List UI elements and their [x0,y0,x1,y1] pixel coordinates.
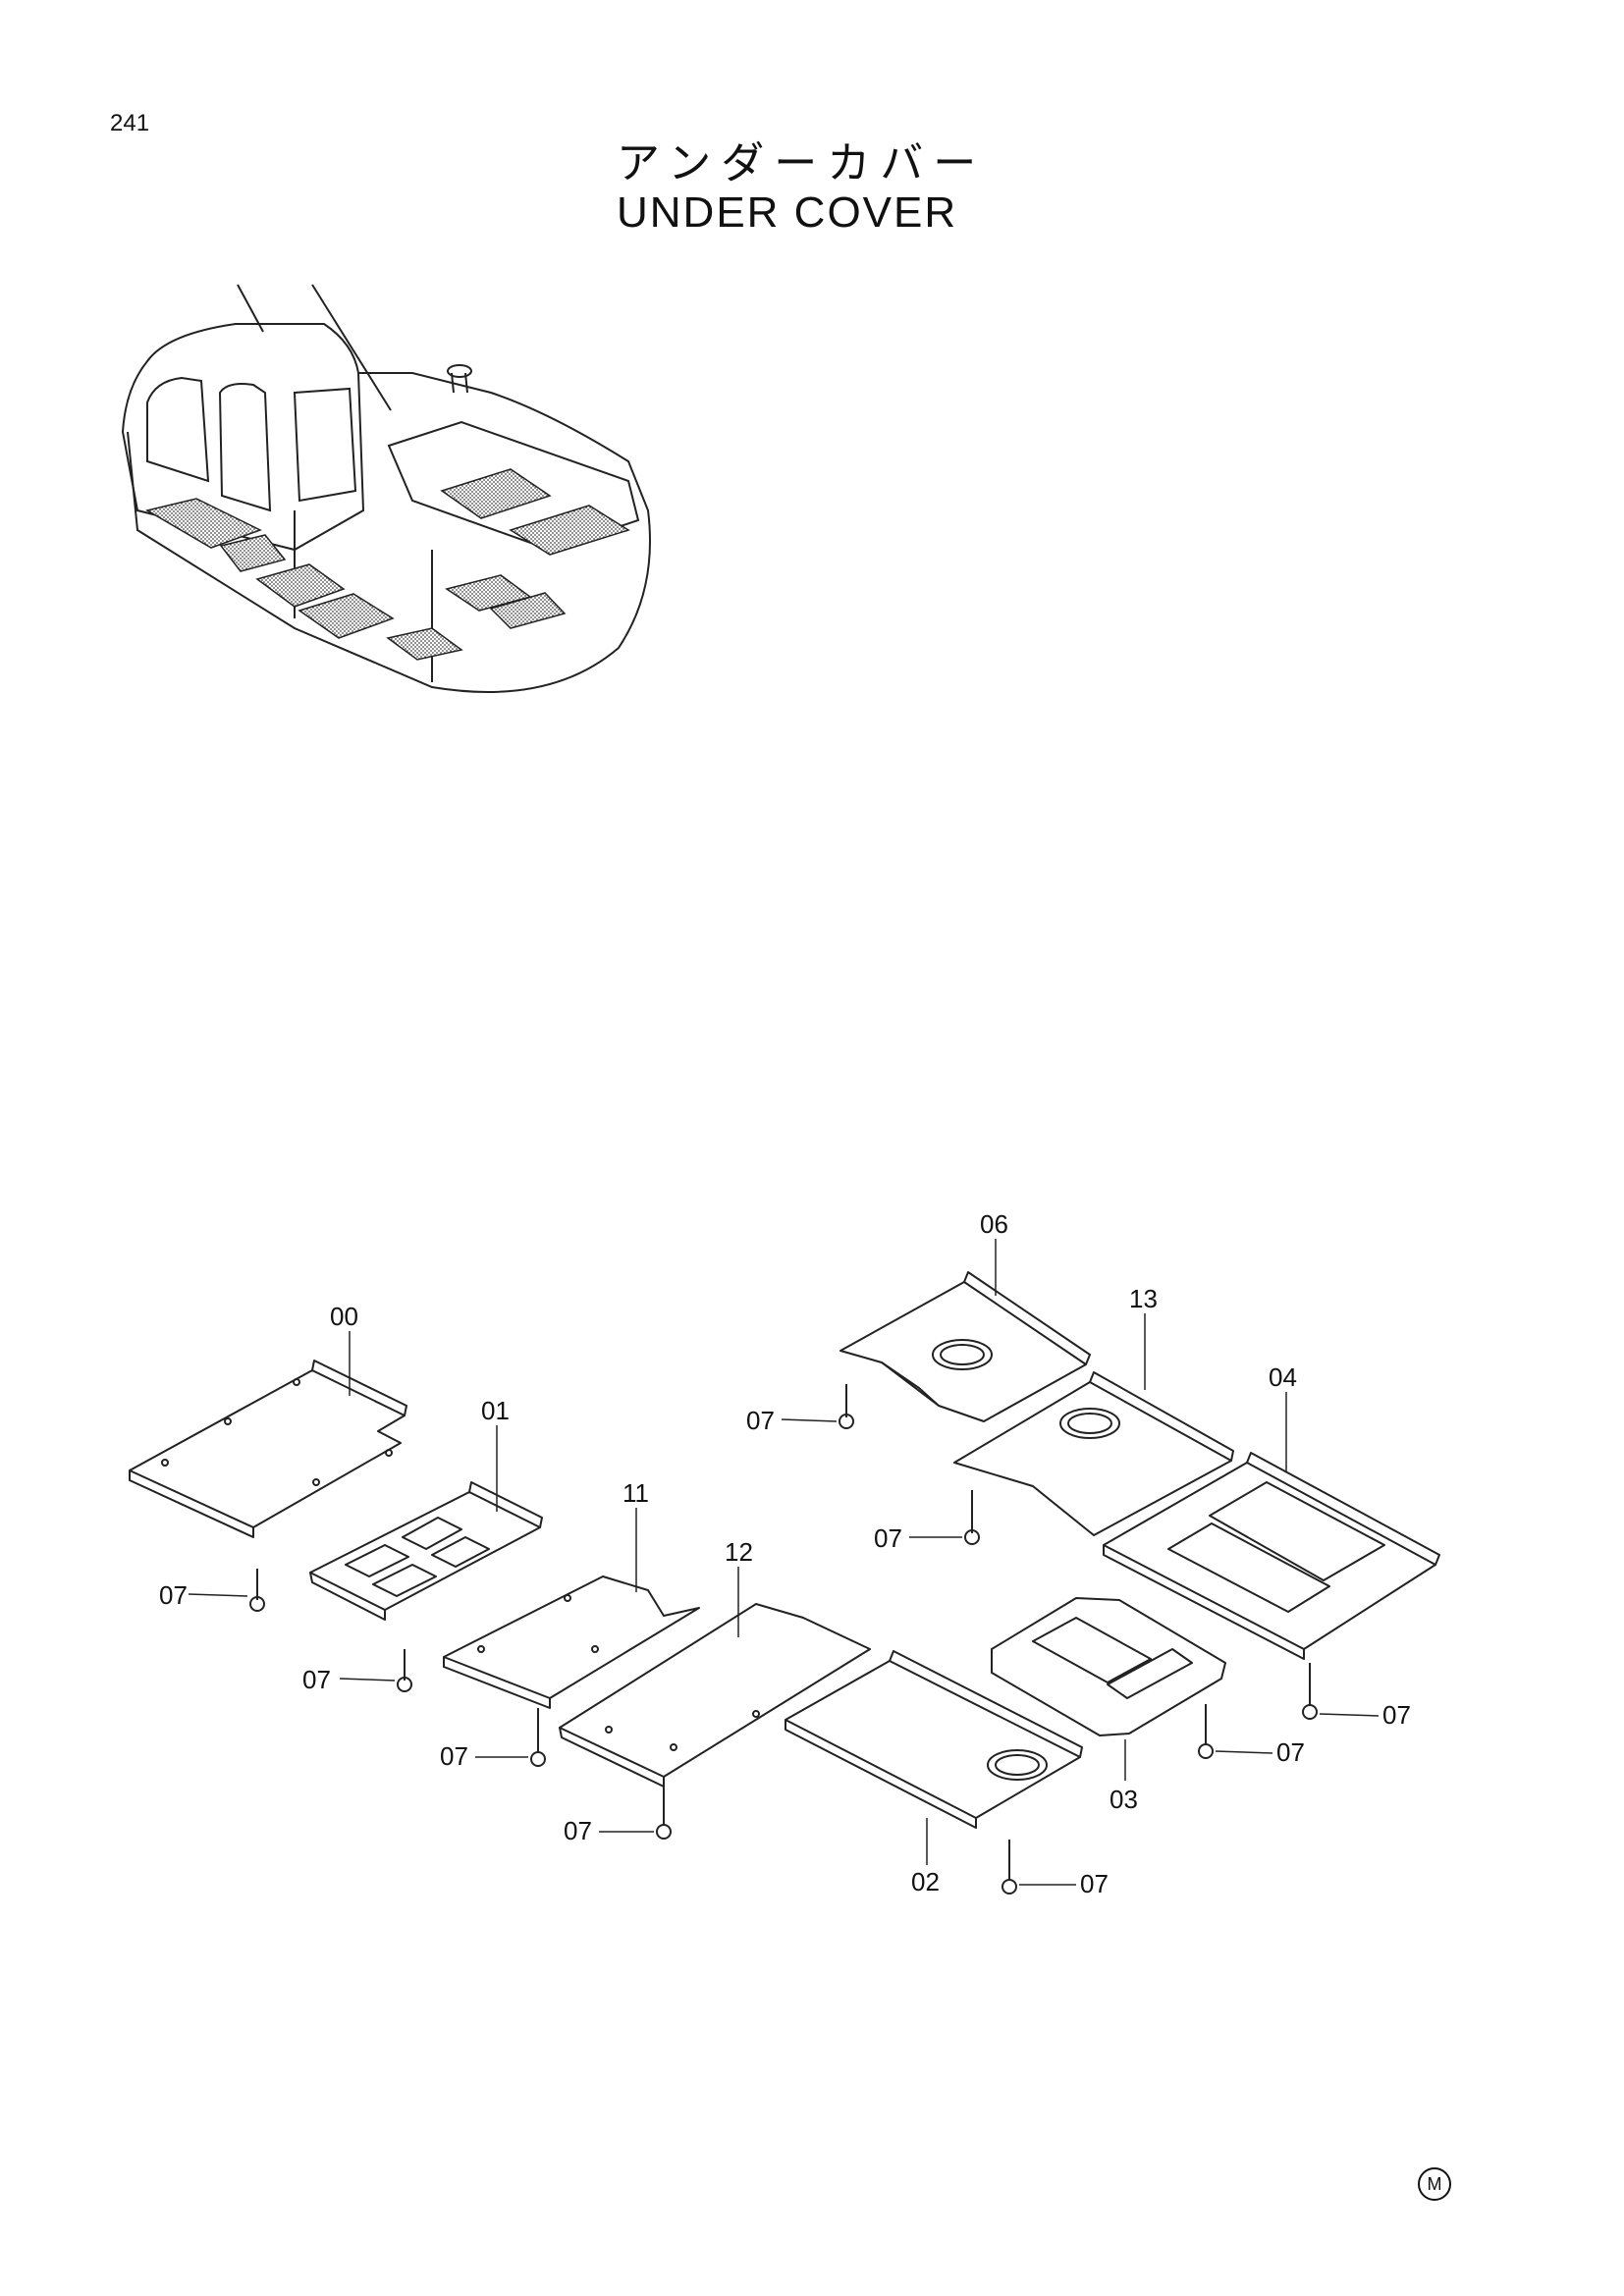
callout-01: 01 [481,1396,510,1425]
callout-07: 07 [1276,1737,1305,1767]
callout-07: 07 [874,1523,902,1553]
callouts: 00 01 11 12 02 06 13 04 03 07 07 07 07 0… [159,1209,1411,1898]
overview-covers [145,468,630,661]
part-04-plate [1103,1452,1440,1660]
cab-window-3 [293,387,357,503]
callout-12: 12 [725,1537,753,1567]
engine-hood [387,420,640,552]
machine-overview [121,284,651,693]
callout-04: 04 [1269,1362,1297,1392]
manufacturer-mark: M [1418,2167,1451,2201]
leader-lines [188,1239,1380,1886]
callout-07: 07 [564,1816,592,1845]
cab-window-2 [218,383,272,512]
callout-07: 07 [159,1580,188,1610]
callout-07: 07 [440,1741,468,1771]
callout-00: 00 [330,1302,358,1331]
callout-03: 03 [1110,1785,1138,1814]
upper-body-outline [127,372,651,693]
bolts [249,1384,1318,1895]
page-number: 241 [110,110,150,136]
cab-window-1 [146,376,210,483]
callout-11: 11 [623,1478,649,1508]
title-english: UNDER COVER [617,188,958,237]
cap [447,364,472,378]
part-02-plate [785,1650,1083,1829]
callout-07: 07 [302,1665,331,1694]
part-00-plate [129,1360,407,1538]
part-13-plate [953,1371,1234,1536]
callout-07: 07 [1382,1700,1411,1730]
exploded-view [129,1239,1440,1895]
callout-07: 07 [746,1406,775,1435]
callout-07: 07 [1080,1869,1109,1898]
callout-02: 02 [911,1867,940,1896]
part-01-plate [309,1481,543,1621]
callout-13: 13 [1129,1284,1158,1313]
part-03-plate [991,1597,1226,1736]
part-11-plate [443,1575,700,1709]
part-06-plate [839,1271,1091,1422]
cab-outline [121,323,365,552]
title-japanese: アンダーカバー [617,139,987,187]
callout-06: 06 [980,1209,1008,1239]
part-12-plate [559,1603,871,1788]
boom-line-2 [311,284,392,411]
